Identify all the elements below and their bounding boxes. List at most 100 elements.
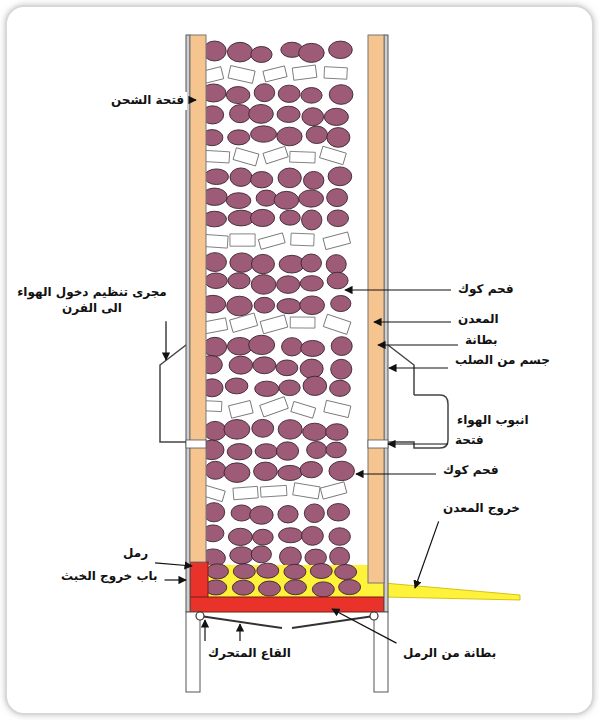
coke-lump bbox=[203, 253, 226, 272]
coke-lump bbox=[299, 43, 325, 62]
coke-lump bbox=[254, 297, 275, 313]
coke-lump bbox=[277, 127, 302, 146]
coke-lump bbox=[250, 506, 274, 524]
coke-lump bbox=[228, 130, 250, 145]
metal-piece bbox=[260, 485, 287, 497]
coke-lump bbox=[307, 442, 327, 459]
coke-lump bbox=[230, 168, 252, 186]
metal-piece bbox=[292, 65, 317, 80]
part-label: رمل bbox=[120, 545, 151, 563]
drop-door-right bbox=[292, 616, 374, 628]
metal-piece bbox=[233, 486, 258, 499]
coke-lump bbox=[253, 357, 276, 374]
leader-line bbox=[332, 609, 396, 643]
coke-lump bbox=[251, 546, 271, 563]
part-label: جسم من الصلب bbox=[452, 352, 553, 370]
part-label: مجرى تنظيم دخول الهواء الى الفرن bbox=[14, 284, 170, 317]
coke-lump bbox=[230, 105, 251, 123]
charge-pieces bbox=[199, 41, 354, 567]
coke-lump bbox=[327, 210, 348, 227]
coke-lump bbox=[278, 420, 302, 439]
coke-lump bbox=[251, 47, 272, 63]
coke-lump bbox=[228, 273, 250, 289]
coke-lump bbox=[233, 564, 255, 579]
coke-lump bbox=[207, 564, 229, 579]
coke-lump bbox=[300, 359, 323, 378]
steel-shell-right bbox=[384, 35, 388, 612]
part-label: فحم كوك bbox=[440, 462, 502, 480]
coke-lump bbox=[255, 444, 277, 459]
coke-lump bbox=[301, 88, 322, 104]
coke-lump bbox=[232, 580, 254, 595]
hinge bbox=[196, 612, 204, 620]
metal-piece bbox=[260, 315, 288, 334]
coke-lump bbox=[300, 296, 325, 315]
coke-lump bbox=[251, 275, 276, 295]
coke-lump bbox=[330, 380, 351, 396]
leader-line bbox=[191, 99, 196, 100]
coke-lump bbox=[335, 564, 357, 579]
coke-lump bbox=[252, 419, 274, 437]
coke-lump bbox=[249, 104, 274, 123]
metal-stream bbox=[384, 583, 520, 600]
coke-lump bbox=[301, 340, 325, 356]
coke-lump bbox=[230, 253, 254, 272]
coke-lump bbox=[249, 335, 275, 354]
coke-lump bbox=[327, 128, 350, 148]
leg-right bbox=[374, 612, 388, 692]
hinge bbox=[370, 612, 378, 620]
air-pipe bbox=[388, 395, 448, 448]
coke-lump bbox=[303, 376, 327, 395]
leader-line bbox=[239, 624, 240, 641]
metal-piece bbox=[230, 313, 258, 332]
coke-lump bbox=[301, 254, 321, 272]
metal-piece bbox=[324, 400, 351, 417]
coke-lump bbox=[284, 564, 306, 579]
coke-lump bbox=[303, 171, 323, 189]
coke-lump bbox=[224, 463, 250, 483]
coke-lump bbox=[229, 356, 252, 374]
metal-piece bbox=[260, 397, 289, 417]
leader-line bbox=[415, 521, 439, 588]
leader-line bbox=[345, 289, 451, 290]
coke-lump bbox=[329, 85, 353, 105]
metal-piece bbox=[320, 146, 347, 164]
coke-lump bbox=[225, 378, 248, 394]
leader-line bbox=[204, 620, 205, 641]
coke-lump bbox=[300, 276, 323, 291]
metal-piece bbox=[290, 151, 316, 163]
coke-lump bbox=[254, 84, 275, 102]
coke-lump bbox=[327, 504, 349, 521]
coke-lump bbox=[303, 423, 327, 440]
coke-lump bbox=[278, 168, 301, 188]
metal-piece bbox=[291, 233, 314, 246]
coke-lump bbox=[304, 504, 324, 523]
metal-piece bbox=[291, 401, 316, 418]
metal-piece bbox=[233, 148, 259, 166]
metal-piece bbox=[228, 66, 255, 84]
lining-right bbox=[368, 35, 384, 583]
part-label: خروج المعدن bbox=[440, 500, 523, 518]
part-label: فحم كوك bbox=[455, 281, 517, 299]
coke-lump bbox=[300, 461, 322, 477]
coke-lump bbox=[253, 529, 274, 545]
coke-lump bbox=[326, 442, 346, 458]
metal-piece bbox=[263, 66, 287, 82]
coke-lump bbox=[284, 580, 306, 595]
coke-lump bbox=[339, 580, 361, 595]
coke-lump bbox=[331, 337, 352, 356]
metal-piece bbox=[323, 232, 351, 250]
coke-lump bbox=[278, 506, 298, 523]
coke-lump bbox=[306, 126, 327, 143]
leader-lines bbox=[155, 100, 458, 643]
leg-left bbox=[186, 612, 200, 692]
coke-lump bbox=[279, 255, 304, 273]
coke-lump bbox=[279, 528, 303, 543]
coke-lump bbox=[251, 126, 277, 142]
coke-lump bbox=[257, 563, 279, 578]
wind-box-left bbox=[160, 345, 186, 442]
metal-piece bbox=[258, 233, 285, 249]
coke-lump bbox=[204, 169, 228, 185]
coke-lump bbox=[274, 191, 299, 209]
coke-lump bbox=[254, 462, 278, 480]
